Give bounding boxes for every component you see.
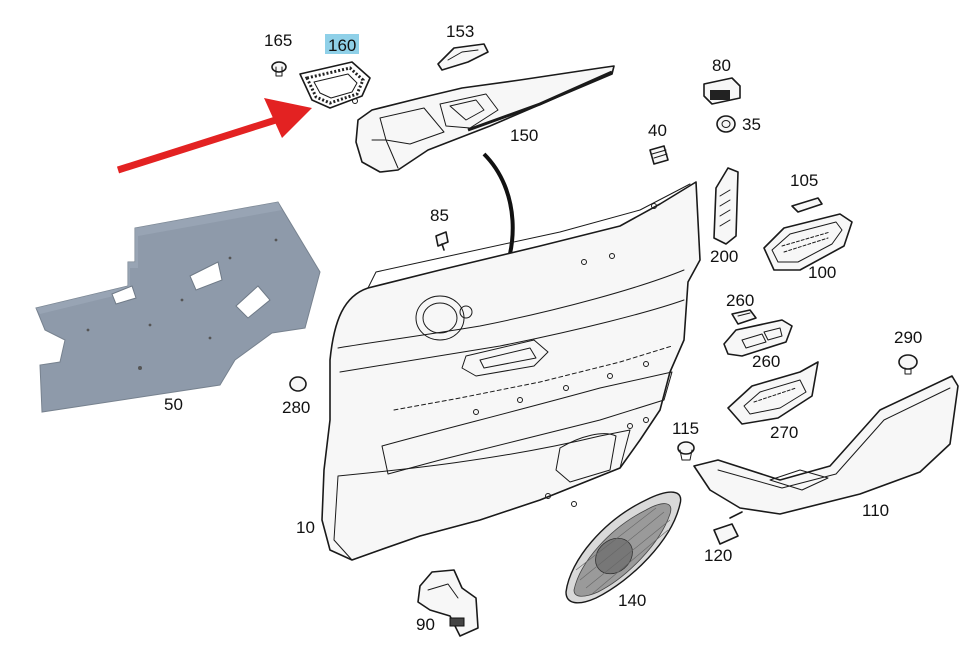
part-35-grommet [716,115,736,133]
label-35: 35 [742,115,761,134]
part-280-plug [289,376,307,392]
part-260-switch-panel [723,319,793,357]
label-40: 40 [648,121,667,140]
part-50-insulation-sheet [35,201,321,413]
part-80-switch [703,77,741,105]
label-90: 90 [416,615,435,634]
label-260-small-button: 260 [726,291,754,310]
part-90-bracket [417,569,479,637]
red-pointer-arrow [116,98,312,174]
label-165: 165 [264,31,292,50]
label-200: 200 [710,247,738,266]
highlight-box-160 [325,34,359,54]
label-105: 105 [790,171,818,190]
part-140-speaker-grille [565,491,682,604]
part-115-grommet [677,441,695,461]
label-150: 150 [510,126,538,145]
part-290-clip [898,354,918,375]
part-160-speaker-bezel [299,61,371,109]
part-153-small-trim [437,43,489,71]
part-labels: 160 165 153 150 80 35 40 105 85 200 100 … [164,22,922,634]
part-10-door-panel [321,181,701,561]
part-270-switch-bezel [727,361,819,425]
part-150-upper-trim [355,65,615,173]
label-290: 290 [894,328,922,347]
label-153: 153 [446,22,474,41]
part-110-armrest-trim [693,375,959,515]
part-260-small-button [731,309,757,325]
label-270: 270 [770,423,798,442]
part-100-switch-housing [763,213,853,271]
label-50: 50 [164,395,183,414]
part-105-clip [791,197,823,213]
label-115: 115 [672,419,699,438]
label-120: 120 [704,546,732,565]
label-160: 160 [328,36,356,55]
label-260-switch-panel: 260 [752,352,780,371]
label-280: 280 [282,398,310,417]
label-85: 85 [430,206,449,225]
part-200-handle-strip [713,167,739,245]
label-10: 10 [296,518,315,537]
part-85-screw [435,231,449,251]
part-40-clip [649,145,669,165]
insulation-sheet-shape [35,201,321,413]
part-120-clip [713,511,743,545]
label-80: 80 [712,56,731,75]
label-100: 100 [808,263,836,282]
label-140: 140 [618,591,646,610]
part-165-clip [271,61,287,77]
label-110: 110 [862,501,889,520]
